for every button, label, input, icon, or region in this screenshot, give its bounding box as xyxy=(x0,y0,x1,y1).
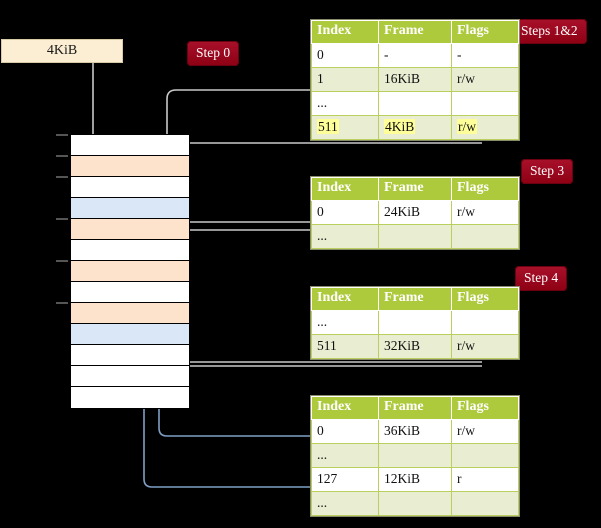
cell-flags xyxy=(451,490,519,516)
cell-index: ... xyxy=(311,442,379,468)
column-header-frame: Frame xyxy=(378,287,452,311)
cell-flags: r/w xyxy=(451,333,519,359)
memory-frame-row xyxy=(71,177,189,198)
page-box-4kib: 4KiB xyxy=(1,39,123,63)
memory-frame-row xyxy=(71,282,189,303)
cell-frame: 32KiB xyxy=(378,333,452,359)
cell-index: 511 xyxy=(311,333,379,359)
highlighted-value: r/w xyxy=(457,118,477,134)
table-row: ... xyxy=(311,490,519,516)
memory-tick xyxy=(56,155,68,157)
cell-index: 127 xyxy=(311,466,379,492)
memory-frame-row xyxy=(71,324,189,345)
memory-tick xyxy=(56,302,68,304)
cell-frame: 24KiB xyxy=(378,199,452,225)
cell-index: 0 xyxy=(311,199,379,225)
column-header-flags: Flags xyxy=(451,177,519,201)
cell-flags: r/w xyxy=(451,418,519,444)
cell-frame: 36KiB xyxy=(378,418,452,444)
cell-index: ... xyxy=(311,309,379,335)
cell-flags: r/w xyxy=(451,66,519,92)
cell-flags: r/w xyxy=(451,114,519,140)
cell-flags: r/w xyxy=(451,199,519,225)
cell-frame xyxy=(378,309,452,335)
highlighted-value: 4KiB xyxy=(384,118,416,134)
memory-tick xyxy=(56,134,68,136)
cell-frame xyxy=(378,223,452,249)
memory-tick xyxy=(56,218,68,220)
memory-frame-row xyxy=(71,387,189,408)
cell-index: ... xyxy=(311,223,379,249)
cell-frame: - xyxy=(378,42,452,68)
physical-memory-column xyxy=(70,134,190,409)
column-header-index: Index xyxy=(311,20,379,44)
memory-frame-row xyxy=(71,156,189,177)
table-row: 0-- xyxy=(311,42,519,68)
cell-index: ... xyxy=(311,90,379,116)
memory-tick xyxy=(56,260,68,262)
step-badge-step4: Step 4 xyxy=(515,266,568,291)
cell-flags xyxy=(451,309,519,335)
cell-flags xyxy=(451,90,519,116)
column-header-frame: Frame xyxy=(378,396,452,420)
column-header-index: Index xyxy=(311,287,379,311)
table-row: ... xyxy=(311,309,519,335)
memory-frame-row xyxy=(71,240,189,261)
table-row: ... xyxy=(311,442,519,468)
step-badge-step3: Step 3 xyxy=(521,159,574,184)
column-header-flags: Flags xyxy=(451,287,519,311)
memory-frame-row xyxy=(71,366,189,387)
column-header-index: Index xyxy=(311,177,379,201)
cell-frame xyxy=(378,442,452,468)
memory-frame-row xyxy=(71,135,189,156)
cell-flags: - xyxy=(451,42,519,68)
cell-index: 0 xyxy=(311,42,379,68)
table-row: ... xyxy=(311,90,519,116)
highlighted-value: 511 xyxy=(317,118,339,134)
column-header-flags: Flags xyxy=(451,20,519,44)
memory-frame-row xyxy=(71,303,189,324)
cell-index: 511 xyxy=(311,114,379,140)
cell-flags: r xyxy=(451,466,519,492)
step-badge-steps12: Steps 1&2 xyxy=(512,19,587,44)
cell-index: ... xyxy=(311,490,379,516)
column-header-frame: Frame xyxy=(378,177,452,201)
table-row: 511 4KiB r/w xyxy=(311,114,519,140)
cell-frame xyxy=(378,90,452,116)
cell-index: 1 xyxy=(311,66,379,92)
memory-frame-row xyxy=(71,219,189,240)
cell-frame: 4KiB xyxy=(378,114,452,140)
cell-flags xyxy=(451,442,519,468)
cell-frame: 16KiB xyxy=(378,66,452,92)
memory-frame-row xyxy=(71,345,189,366)
cell-flags xyxy=(451,223,519,249)
memory-tick xyxy=(56,176,68,178)
column-header-flags: Flags xyxy=(451,396,519,420)
cell-frame: 12KiB xyxy=(378,466,452,492)
column-header-index: Index xyxy=(311,396,379,420)
memory-frame-row xyxy=(71,261,189,282)
page-box-label: 4KiB xyxy=(46,43,78,58)
memory-frame-row xyxy=(71,198,189,219)
cell-index: 0 xyxy=(311,418,379,444)
step-badge-step0: Step 0 xyxy=(187,41,240,66)
cell-frame xyxy=(378,490,452,516)
table-row: ... xyxy=(311,223,519,249)
column-header-frame: Frame xyxy=(378,20,452,44)
